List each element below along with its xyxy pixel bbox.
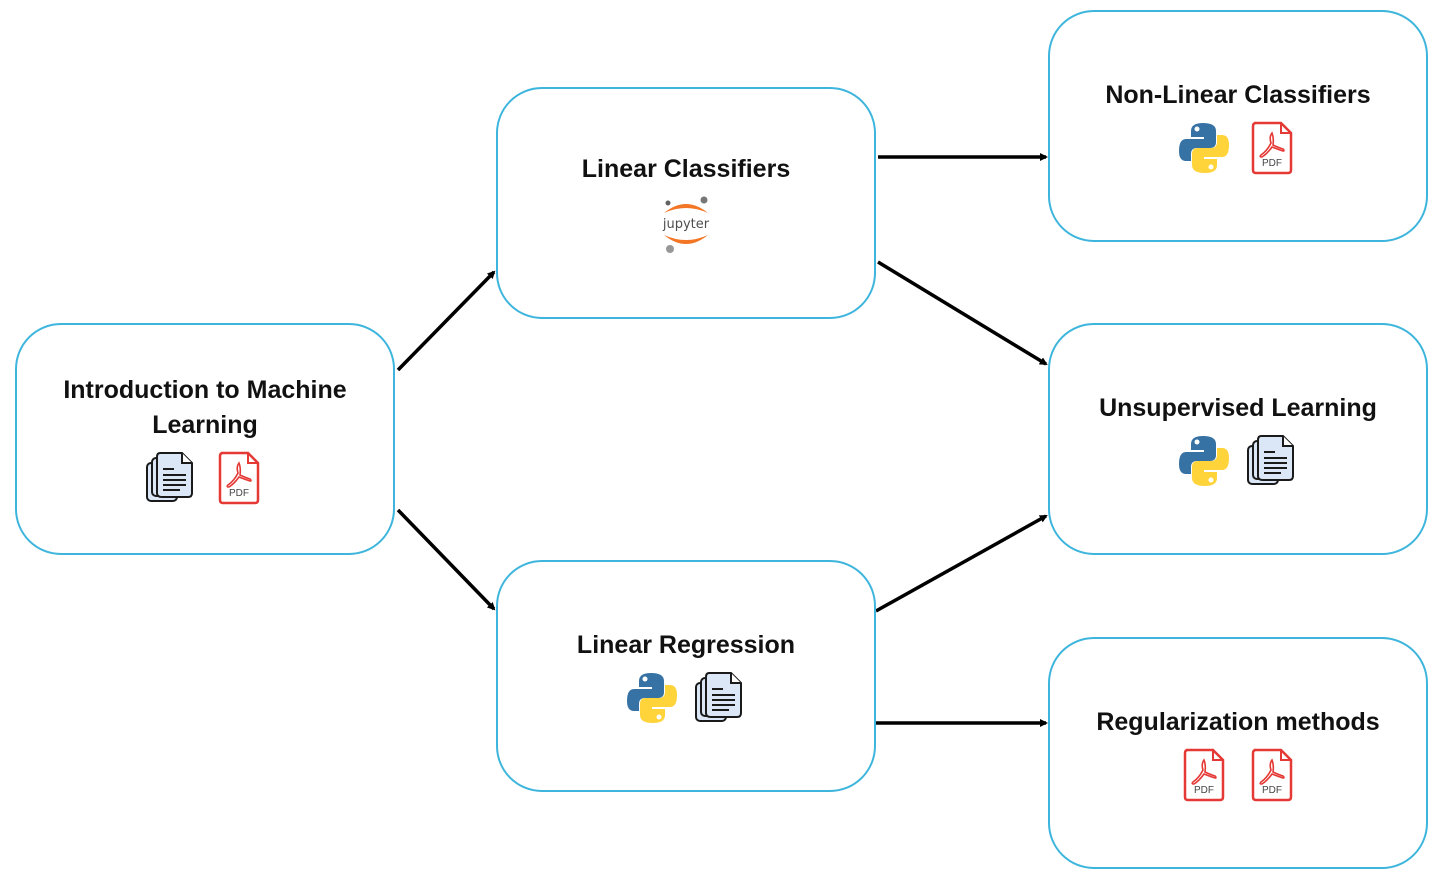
arrow-intro-to-linear-classifiers — [396, 270, 496, 372]
node-linear-classifiers: Linear Classifiers jupyter — [496, 87, 876, 319]
python-icon — [1177, 121, 1231, 175]
node-linear-regression: Linear Regression — [496, 560, 876, 792]
document-stack-icon — [144, 451, 198, 505]
pdf-icon: PDF — [1177, 748, 1231, 802]
node-title: Regularization methods — [1096, 707, 1380, 736]
node-title: Non-Linear Classifiers — [1105, 80, 1371, 109]
node-regularization-methods: Regularization methods PDF PDF — [1048, 637, 1428, 869]
node-title: Unsupervised Learning — [1099, 393, 1377, 422]
svg-text:PDF: PDF — [1262, 158, 1282, 169]
svg-text:PDF: PDF — [1262, 785, 1282, 796]
node-title: Linear Regression — [576, 630, 796, 659]
jupyter-icon: jupyter — [656, 195, 716, 255]
document-stack-icon — [693, 671, 747, 725]
pdf-icon: PDF — [1245, 748, 1299, 802]
arrow-linear-classifiers-to-unsupervised-learning — [877, 260, 1048, 366]
arrow-linear-regression-to-unsupervised-learning — [875, 514, 1048, 613]
pdf-icon: PDF — [1245, 121, 1299, 175]
svg-text:PDF: PDF — [229, 488, 249, 499]
python-icon — [625, 671, 679, 725]
svg-text:jupyter: jupyter — [662, 217, 710, 232]
node-non-linear-classifiers: Non-Linear Classifiers PDF — [1048, 10, 1428, 242]
svg-text:PDF: PDF — [1194, 785, 1214, 796]
pdf-icon: PDF — [212, 451, 266, 505]
document-stack-icon — [1245, 434, 1299, 488]
arrow-intro-to-linear-regression — [396, 508, 496, 611]
node-intro: Introduction to Machine Learning PDF — [15, 323, 395, 555]
node-title: Introduction to Machine Learning — [63, 376, 347, 439]
node-title: Linear Classifiers — [581, 154, 791, 183]
python-icon — [1177, 434, 1231, 488]
node-unsupervised-learning: Unsupervised Learning — [1048, 323, 1428, 555]
